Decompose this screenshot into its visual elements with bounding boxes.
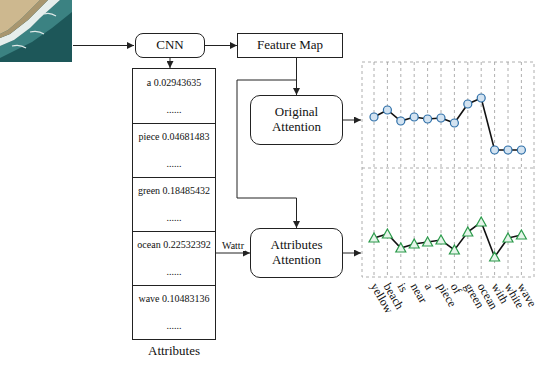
connector [205, 45, 237, 46]
connector [170, 58, 171, 68]
series-marker [504, 146, 512, 154]
original-attention-series [370, 94, 525, 154]
series-marker [424, 115, 432, 123]
series-marker [383, 106, 391, 114]
series-marker [396, 243, 406, 252]
series-line [374, 222, 521, 257]
cell-text: ...... [167, 320, 182, 332]
axis-label: a [421, 281, 436, 293]
connector [216, 253, 250, 254]
series-marker [410, 113, 418, 121]
sand [0, 0, 40, 34]
attribute-cell: wave 0.10483136 [133, 285, 215, 312]
chart-divider [362, 168, 534, 169]
series-marker [436, 235, 446, 244]
feature-map-box: Feature Map [237, 33, 343, 58]
cell-text: ...... [167, 212, 182, 224]
chart-grid [362, 62, 534, 277]
series-marker [397, 117, 405, 125]
attribute-cell: ...... [133, 150, 215, 177]
attention-box: Original Attention [250, 95, 343, 145]
foam [0, 0, 60, 46]
cell-text: wave 0.10483136 [138, 293, 209, 305]
series-marker [490, 252, 500, 261]
series-marker [476, 217, 486, 226]
shallow-water [0, 0, 72, 58]
table-heading: Attributes [133, 344, 215, 359]
attention-box: Attributes Attention [250, 228, 343, 278]
series-marker [464, 100, 472, 108]
attributes-attention-series [369, 217, 526, 261]
series-marker [450, 119, 458, 127]
deep-water [0, 0, 72, 62]
output-arrow [343, 253, 361, 254]
series-marker [409, 239, 419, 248]
process-box: CNN [135, 33, 205, 58]
beach-photo [0, 0, 72, 62]
output-arrow [343, 120, 361, 121]
attribute-cell: a 0.02943635 [133, 69, 215, 96]
node-text: Original Attention [258, 105, 335, 135]
attribute-cell: ...... [133, 204, 215, 231]
series-marker [423, 237, 433, 246]
grid-line [441, 62, 442, 277]
series-marker [382, 229, 392, 238]
series-marker [517, 146, 525, 154]
series-marker [369, 233, 379, 242]
series-marker [437, 114, 445, 122]
cell-text: a 0.02943635 [147, 77, 201, 89]
attribute-cell: ocean 0.22532392 [133, 231, 215, 258]
series-marker [503, 233, 513, 242]
cell-text: ...... [167, 158, 182, 170]
wave-crest [12, 13, 56, 48]
node-text: CNN [156, 38, 183, 53]
cell-text: ...... [167, 266, 182, 278]
series-marker [491, 146, 499, 154]
series-marker [477, 94, 485, 102]
grid-line [387, 62, 388, 277]
chart-frame [362, 62, 534, 277]
grid-line [508, 62, 509, 277]
attribute-cell: ...... [133, 312, 215, 339]
grid-line [467, 62, 468, 277]
node-text: Attributes Attention [258, 238, 335, 268]
series-marker [449, 245, 459, 254]
node-text: Feature Map [257, 38, 323, 53]
grid-line [494, 62, 495, 277]
attribute-cell: piece 0.04681483 [133, 123, 215, 150]
series-marker [516, 230, 526, 239]
attribute-cell: ...... [133, 258, 215, 285]
input-arrow [73, 45, 134, 46]
cell-text: piece 0.04681483 [138, 131, 209, 143]
attributes-table: Attributesa 0.02943635......piece 0.0468… [132, 68, 216, 340]
attribute-cell: green 0.18485432 [133, 177, 215, 204]
grid-line [521, 62, 522, 277]
cell-text: ...... [167, 104, 182, 116]
edge-label: Wattr [221, 240, 245, 252]
cell-text: ocean 0.22532392 [137, 239, 210, 251]
axis-label: is [394, 281, 410, 295]
cell-text: green 0.18485432 [138, 185, 210, 197]
attribute-cell: ...... [133, 96, 215, 123]
series-line [374, 98, 521, 150]
series-marker [370, 113, 378, 121]
series-marker [463, 227, 473, 236]
grid-line [374, 62, 375, 277]
